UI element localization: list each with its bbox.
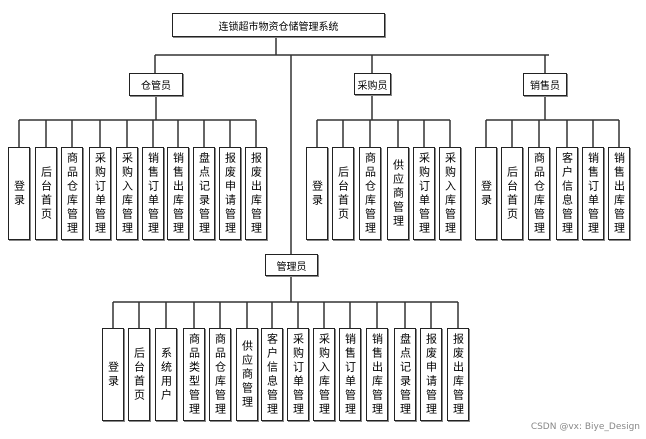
child-node: 销售订单管理 <box>582 147 604 240</box>
child-node: 销售出库管理 <box>167 147 189 240</box>
child-label: 商品仓库管理 <box>532 151 546 236</box>
child-label: 客户信息管理 <box>560 151 574 236</box>
child-label: 商品仓库管理 <box>363 151 377 236</box>
child-node: 后台首页 <box>501 147 523 240</box>
child-label: 后台首页 <box>39 165 53 222</box>
child-label: 登录 <box>310 179 324 208</box>
child-label: 采购入库管理 <box>317 332 331 417</box>
group-label: 管理员 <box>276 261 307 273</box>
child-node: 采购入库管理 <box>116 147 138 240</box>
child-label: 报废出库管理 <box>451 332 465 417</box>
child-node: 报废申请管理 <box>420 328 442 421</box>
child-label: 销售订单管理 <box>146 151 160 236</box>
child-node: 商品仓库管理 <box>528 147 550 240</box>
child-node: 供应商管理 <box>387 147 409 240</box>
child-label: 供应商管理 <box>240 339 254 410</box>
child-node: 登录 <box>306 147 328 240</box>
child-node: 采购入库管理 <box>313 328 335 421</box>
child-label: 采购入库管理 <box>443 151 457 236</box>
child-node: 销售出库管理 <box>608 147 630 240</box>
child-label: 盘点记录管理 <box>398 332 412 417</box>
child-label: 采购订单管理 <box>93 151 107 236</box>
group-label: 仓管员 <box>141 81 171 92</box>
child-node: 采购入库管理 <box>439 147 461 240</box>
child-node: 登录 <box>475 147 497 240</box>
child-node: 登录 <box>102 328 124 421</box>
child-node: 商品类型管理 <box>183 328 205 421</box>
group-node-warehouse-keeper: 仓管员 <box>129 73 183 96</box>
root-node: 连锁超市物资仓储管理系统 <box>172 13 385 37</box>
child-node: 系统用户 <box>155 328 177 421</box>
child-label: 登录 <box>12 179 26 208</box>
child-label: 供应商管理 <box>391 158 405 229</box>
child-node: 采购订单管理 <box>287 328 309 421</box>
child-label: 盘点记录管理 <box>197 151 211 236</box>
child-label: 后台首页 <box>336 165 350 222</box>
child-node: 采购订单管理 <box>413 147 435 240</box>
child-label: 报废申请管理 <box>223 151 237 236</box>
child-node: 销售订单管理 <box>142 147 164 240</box>
child-label: 销售出库管理 <box>171 151 185 236</box>
child-label: 商品类型管理 <box>187 332 201 417</box>
child-node: 商品仓库管理 <box>61 147 83 240</box>
child-node: 后台首页 <box>332 147 354 240</box>
child-label: 商品仓库管理 <box>65 151 79 236</box>
child-label: 后台首页 <box>132 346 146 403</box>
child-node: 供应商管理 <box>236 328 258 421</box>
group-node-purchaser: 采购员 <box>354 73 391 95</box>
child-label: 报废申请管理 <box>424 332 438 417</box>
child-label: 销售订单管理 <box>343 332 357 417</box>
group-label: 销售员 <box>530 81 560 92</box>
child-label: 销售出库管理 <box>370 332 384 417</box>
child-node: 客户信息管理 <box>261 328 283 421</box>
child-node: 客户信息管理 <box>556 147 578 240</box>
child-label: 采购入库管理 <box>120 151 134 236</box>
child-node: 盘点记录管理 <box>394 328 416 421</box>
child-node: 商品仓库管理 <box>359 147 381 240</box>
group-node-administrator: 管理员 <box>265 254 318 276</box>
child-label: 登录 <box>106 360 120 389</box>
child-label: 登录 <box>479 179 493 208</box>
child-node: 后台首页 <box>128 328 150 421</box>
child-node: 报废出库管理 <box>245 147 267 240</box>
root-label: 连锁超市物资仓储管理系统 <box>218 21 339 33</box>
child-label: 商品仓库管理 <box>213 332 227 417</box>
child-node: 后台首页 <box>35 147 57 240</box>
child-node: 销售订单管理 <box>339 328 361 421</box>
child-label: 销售订单管理 <box>586 151 600 236</box>
child-label: 采购订单管理 <box>291 332 305 417</box>
child-node: 销售出库管理 <box>366 328 388 421</box>
child-label: 报废出库管理 <box>249 151 263 236</box>
child-node: 报废申请管理 <box>219 147 241 240</box>
group-label: 采购员 <box>357 80 388 92</box>
child-label: 客户信息管理 <box>265 332 279 417</box>
child-node: 盘点记录管理 <box>193 147 215 240</box>
group-node-salesperson: 销售员 <box>523 73 567 96</box>
child-node: 登录 <box>8 147 30 240</box>
watermark: CSDN @vx: Biye_Design <box>530 422 640 432</box>
child-label: 系统用户 <box>159 346 173 403</box>
child-label: 采购订单管理 <box>417 151 431 236</box>
child-node: 采购订单管理 <box>89 147 111 240</box>
child-label: 销售出库管理 <box>612 151 626 236</box>
child-node: 报废出库管理 <box>447 328 469 421</box>
child-node: 商品仓库管理 <box>209 328 231 421</box>
child-label: 后台首页 <box>505 165 519 222</box>
